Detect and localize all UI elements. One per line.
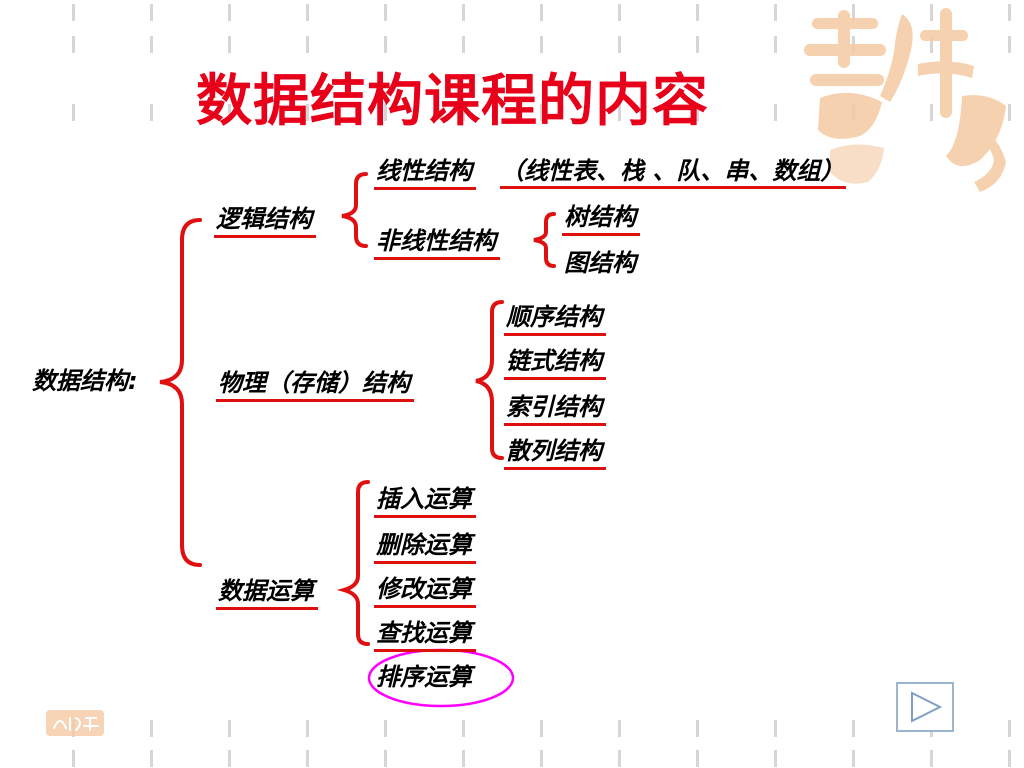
background-tick — [540, 36, 543, 53]
background-tick — [1008, 4, 1011, 21]
background-tick — [462, 720, 465, 737]
sort-operation-node: 排序运算 — [376, 663, 472, 691]
background-tick — [774, 750, 777, 767]
background-tick — [696, 750, 699, 767]
slide-title: 数据结构课程的内容 — [196, 69, 709, 134]
background-tick — [540, 750, 543, 767]
sequential-structure-node: 顺序结构 — [504, 302, 606, 336]
linear-detail-text: （线性表、栈 、队、串、数组） — [500, 156, 847, 189]
index-structure-node: 索引结构 — [504, 392, 606, 426]
background-tick — [72, 104, 75, 121]
background-tick — [930, 36, 933, 53]
background-tick — [618, 36, 621, 53]
logical-brace — [341, 172, 368, 248]
background-tick — [150, 720, 153, 737]
root-node: 数据结构: — [32, 367, 138, 395]
background-tick — [1008, 750, 1011, 767]
background-tick — [384, 4, 387, 21]
tree-structure-node: 树结构 — [562, 202, 640, 236]
background-tick — [930, 104, 933, 121]
background-tick — [384, 720, 387, 737]
background-tick — [1008, 104, 1011, 121]
background-tick — [228, 750, 231, 767]
physical-brace — [475, 300, 504, 460]
background-tick — [72, 750, 75, 767]
background-tick — [150, 104, 153, 121]
background-tick — [696, 104, 699, 121]
nonlinear-brace — [533, 212, 556, 268]
background-tick — [1008, 720, 1011, 737]
linear-structure-node: 线性结构 — [374, 156, 476, 190]
background-tick — [150, 750, 153, 767]
background-tick — [618, 750, 621, 767]
background-tick — [462, 750, 465, 767]
background-tick — [228, 720, 231, 737]
physical-structure-node: 物理（存储）结构 — [216, 368, 414, 402]
background-tick — [306, 36, 309, 53]
play-next-icon — [911, 691, 943, 723]
background-tick — [306, 4, 309, 21]
background-tick — [696, 720, 699, 737]
background-tick — [540, 720, 543, 737]
background-tick — [696, 4, 699, 21]
background-tick — [540, 4, 543, 21]
root-brace — [159, 218, 202, 567]
nonlinear-structure-node: 非线性结构 — [374, 226, 500, 260]
background-tick — [852, 4, 855, 21]
background-tick — [384, 750, 387, 767]
background-tick — [774, 720, 777, 737]
background-tick — [384, 36, 387, 53]
small-seal-icon — [46, 710, 104, 736]
background-tick — [72, 36, 75, 53]
background-tick — [384, 104, 387, 121]
background-tick — [72, 4, 75, 21]
background-tick — [930, 4, 933, 21]
calligraphy-seal-icon — [804, 8, 1006, 192]
background-tick — [306, 750, 309, 767]
background-tick — [462, 104, 465, 121]
background-tick — [774, 36, 777, 53]
background-tick — [150, 36, 153, 53]
background-tick — [462, 4, 465, 21]
logical-structure-node: 逻辑结构 — [214, 204, 316, 238]
background-tick — [1008, 36, 1011, 53]
background-tick — [306, 104, 309, 121]
background-tick — [228, 4, 231, 21]
background-tick — [462, 36, 465, 53]
background-tick — [540, 104, 543, 121]
graph-structure-node: 图结构 — [564, 249, 636, 277]
background-tick — [774, 104, 777, 121]
operations-brace — [336, 480, 370, 646]
data-operations-node: 数据运算 — [216, 576, 318, 610]
background-tick — [150, 4, 153, 21]
insert-operation-node: 插入运算 — [374, 484, 476, 518]
linked-structure-node: 链式结构 — [504, 346, 606, 380]
next-slide-button[interactable] — [896, 682, 954, 732]
background-tick — [852, 720, 855, 737]
modify-operation-node: 修改运算 — [374, 574, 476, 608]
background-tick — [228, 104, 231, 121]
background-tick — [618, 720, 621, 737]
background-tick — [306, 720, 309, 737]
background-tick — [696, 36, 699, 53]
background-tick — [774, 4, 777, 21]
linear-structure-detail: （线性表、栈 、队、串、数组） — [500, 156, 850, 193]
hash-structure-node: 散列结构 — [504, 436, 606, 470]
search-operation-node: 查找运算 — [374, 618, 476, 652]
background-tick — [618, 104, 621, 121]
background-tick — [228, 36, 231, 53]
background-tick — [852, 750, 855, 767]
background-tick — [930, 750, 933, 767]
delete-operation-node: 删除运算 — [374, 530, 476, 564]
background-tick — [618, 4, 621, 21]
